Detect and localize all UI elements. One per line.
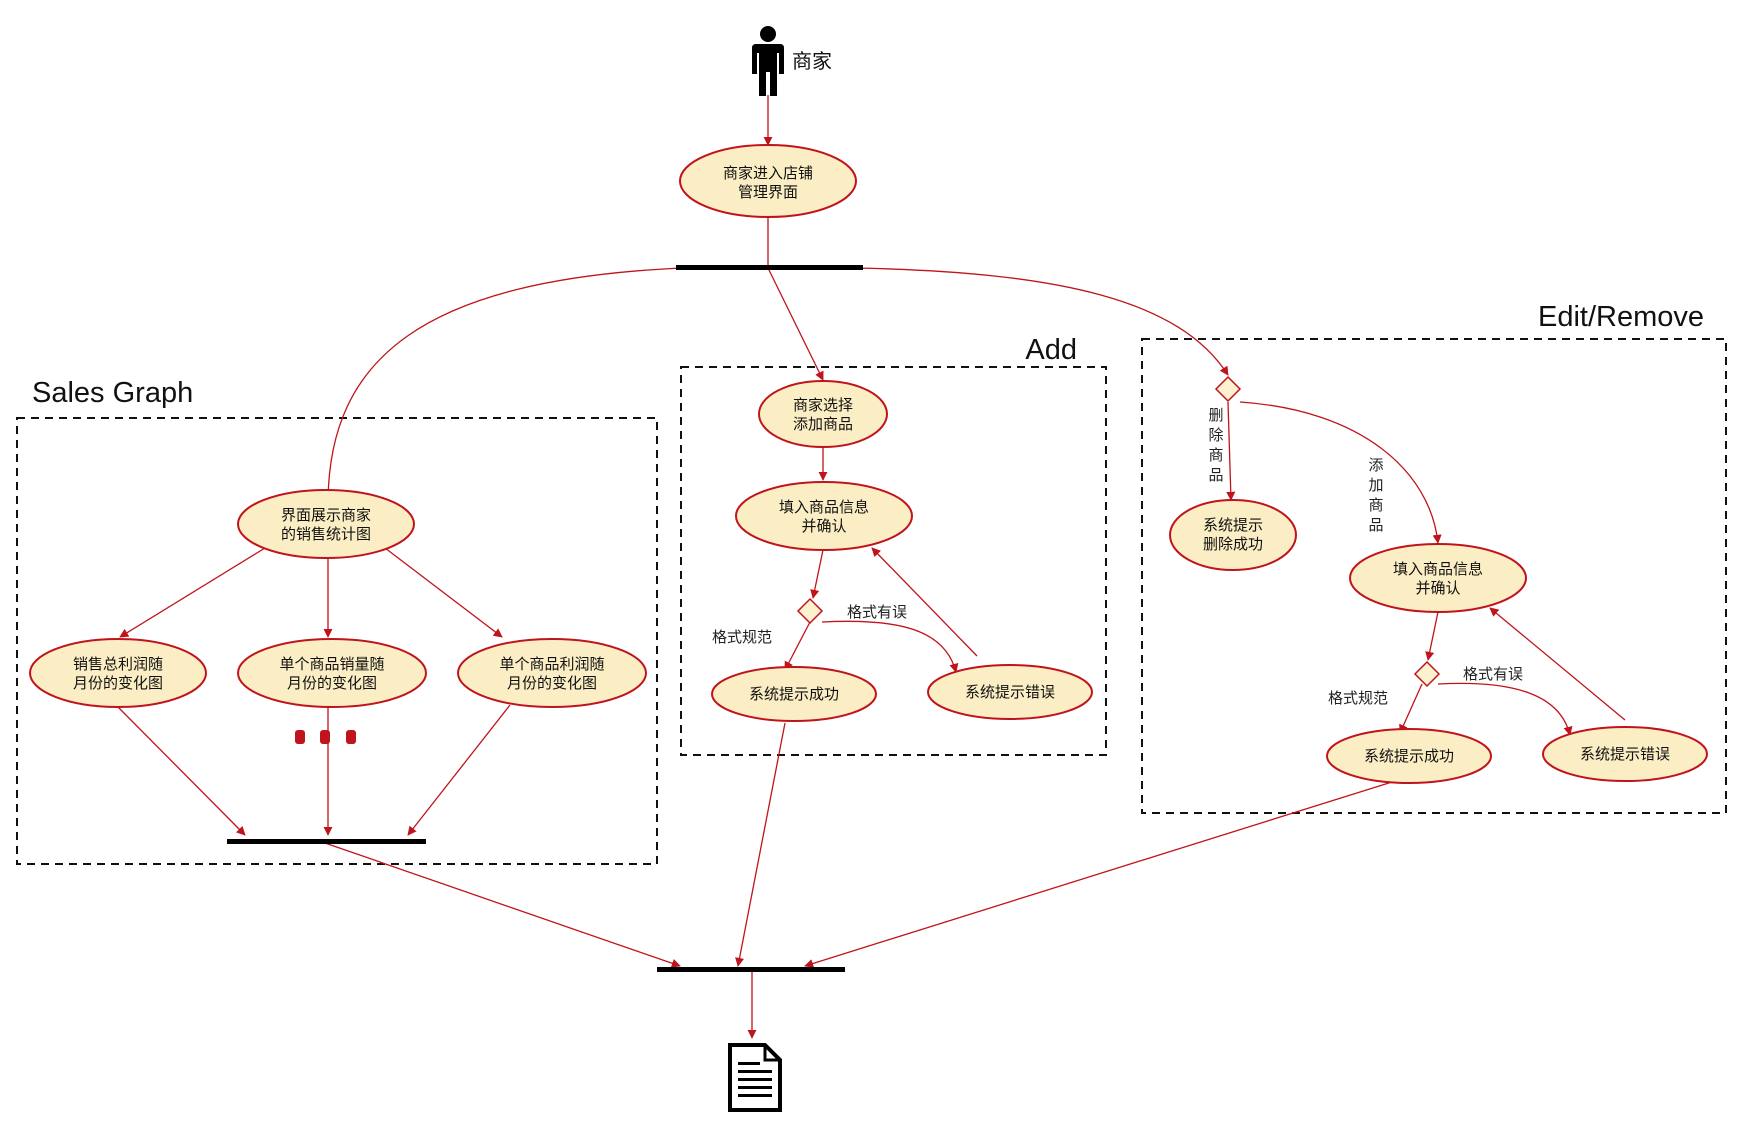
group-add: Add (680, 334, 1107, 756)
node-fill-info-add-line2: 并确认 (801, 517, 846, 535)
node-delete-success: 系统提示 删除成功 (1169, 499, 1297, 571)
label-edit-format-error: 格式有误 (1463, 665, 1523, 683)
edge-fork-to-add (767, 267, 824, 381)
edges (117, 95, 1626, 1039)
node-error-add-line1: 系统提示错误 (965, 683, 1055, 701)
node-success-edit: 系统提示成功 (1326, 728, 1492, 784)
edge-edit-success-to-final (804, 781, 1393, 968)
node-select-add: 商家选择 添加商品 (758, 380, 888, 448)
edge-fork-to-show-chart (323, 267, 683, 501)
node-item-profit-chart: 单个商品利润随 月份的变化图 (457, 638, 647, 708)
node-fill-info-edit-line2: 并确认 (1415, 579, 1460, 597)
node-item-profit-chart-line2: 月份的变化图 (507, 674, 597, 692)
label-edit-delete-vertical: 删除商品 (1208, 406, 1223, 484)
node-show-chart: 界面展示商家 的销售统计图 (237, 489, 415, 559)
node-item-profit-chart-line1: 单个商品利润随 (499, 655, 604, 673)
group-sales-graph: Sales Graph (16, 377, 658, 865)
edge-show-to-item-profit (384, 547, 503, 638)
decision-edit-format (1413, 660, 1441, 688)
node-show-chart-line2: 的销售统计图 (281, 525, 371, 543)
node-error-edit: 系统提示错误 (1542, 726, 1708, 782)
node-error-add: 系统提示错误 (927, 664, 1093, 720)
group-edit-remove-title: Edit/Remove (1538, 301, 1704, 333)
node-fill-info-add-line1: 填入商品信息 (779, 498, 869, 516)
node-show-chart-line1: 界面展示商家 (281, 506, 371, 524)
node-sales-chart-line1: 单个商品销量随 (279, 655, 384, 673)
edge-decision-edit-to-error (1437, 682, 1573, 736)
edge-fill-add-to-decision (810, 549, 824, 599)
ellipsis-dots (295, 730, 356, 744)
node-select-add-line1: 商家选择 (793, 396, 853, 414)
edge-edit-decision-to-delete (1226, 401, 1236, 501)
edge-error-edit-to-fill-edit (1489, 607, 1626, 721)
node-sales-chart-line2: 月份的变化图 (287, 674, 377, 692)
edge-decision-add-to-success (784, 621, 811, 671)
sales-join-bar (227, 839, 426, 844)
node-fill-info-edit-line1: 填入商品信息 (1393, 560, 1483, 578)
fork-bar (676, 265, 863, 270)
final-join-bar (657, 967, 845, 972)
edge-decision-add-to-error (821, 620, 959, 673)
node-error-edit-line1: 系统提示错误 (1580, 745, 1670, 763)
label-edit-format-ok: 格式规范 (1328, 689, 1388, 707)
label-add-format-error: 格式有误 (847, 603, 907, 621)
node-select-add-line2: 添加商品 (793, 415, 853, 433)
group-edit-remove: Edit/Remove (1141, 301, 1727, 814)
node-enter-store-line2: 管理界面 (738, 183, 798, 201)
edge-show-to-profit (119, 547, 266, 638)
document-icon (728, 1043, 782, 1112)
edge-add-success-to-final (735, 722, 786, 967)
label-add-format-ok: 格式规范 (712, 628, 772, 646)
group-add-title: Add (1025, 334, 1077, 366)
node-delete-success-line1: 系统提示 (1203, 516, 1263, 534)
person-icon (752, 26, 784, 96)
edge-profit-to-join (117, 706, 246, 836)
decision-add (796, 597, 824, 625)
node-success-add-line1: 系统提示成功 (749, 685, 839, 703)
edge-fork-to-edit-decision (854, 267, 1229, 376)
label-edit-add-vertical: 添加商品 (1368, 456, 1383, 534)
node-fill-info-add: 填入商品信息 并确认 (735, 481, 913, 551)
node-enter-store-line1: 商家进入店铺 (723, 164, 813, 182)
edge-edit-decision-to-fill (1239, 401, 1442, 544)
node-enter-store: 商家进入店铺 管理界面 (679, 144, 857, 218)
node-delete-success-line2: 删除成功 (1203, 535, 1263, 553)
node-success-add: 系统提示成功 (711, 666, 877, 722)
edge-item-profit-to-join (407, 704, 511, 836)
edge-decision-edit-to-success (1399, 683, 1423, 734)
node-sales-chart: 单个商品销量随 月份的变化图 (237, 638, 427, 708)
edge-sales-join-to-final (324, 842, 681, 968)
edge-fill-edit-to-decision (1425, 611, 1439, 661)
node-profit-chart: 销售总利润随 月份的变化图 (29, 638, 207, 708)
sync-bars (227, 265, 863, 972)
edge-error-add-to-fill-add (871, 547, 978, 657)
node-profit-chart-line1: 销售总利润随 (73, 655, 163, 673)
node-fill-info-edit: 填入商品信息 并确认 (1349, 543, 1527, 613)
decision-edit (1214, 375, 1242, 403)
node-success-edit-line1: 系统提示成功 (1364, 747, 1454, 765)
group-sales-graph-title: Sales Graph (32, 377, 193, 409)
actor-label: 商家 (792, 49, 832, 73)
node-profit-chart-line2: 月份的变化图 (73, 674, 163, 692)
